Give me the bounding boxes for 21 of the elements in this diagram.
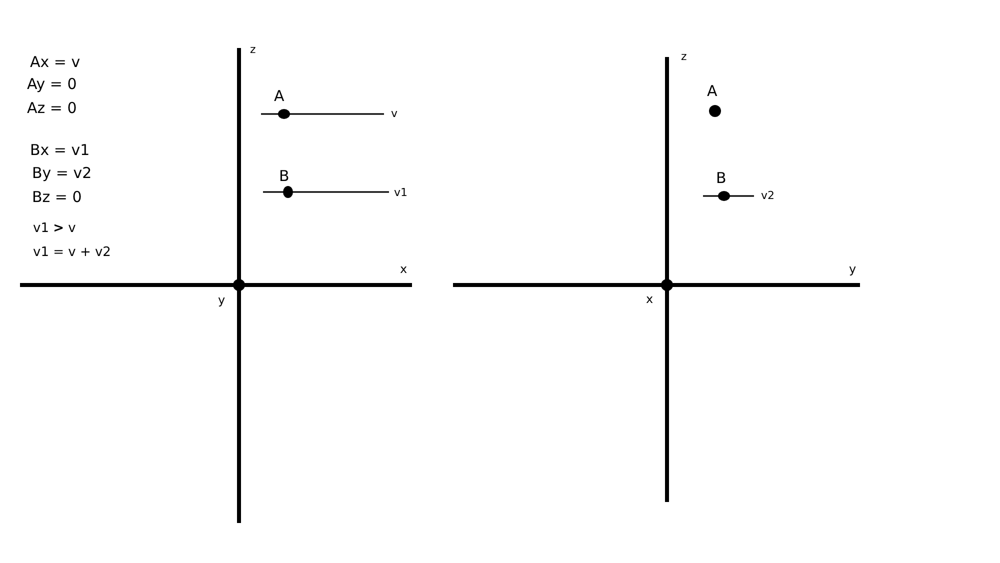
equation: Bx = v1 [30, 143, 90, 158]
point-label: A [274, 89, 284, 104]
point-label: A [707, 84, 718, 99]
axis-label: z [250, 44, 256, 55]
axis-label: y [849, 263, 856, 275]
axis-label: x [400, 263, 408, 275]
inequality: v1 > v [33, 222, 76, 235]
equation: Ay = 0 [27, 77, 77, 92]
equation: Az = 0 [27, 101, 77, 116]
axis-label: z [681, 51, 687, 62]
velocity-label: v [391, 108, 398, 119]
point-label: B [716, 171, 726, 186]
velocity-label: v2 [761, 190, 775, 201]
axis-label: y [218, 294, 226, 306]
axis-label: x [646, 293, 654, 305]
point-label: B [279, 169, 290, 184]
equation: Ax = v [30, 55, 80, 70]
equation: v1 = v + v2 [33, 246, 111, 259]
equation: Bz = 0 [32, 190, 82, 205]
velocity-label: v1 [394, 187, 408, 198]
equation: By = v2 [32, 166, 92, 181]
